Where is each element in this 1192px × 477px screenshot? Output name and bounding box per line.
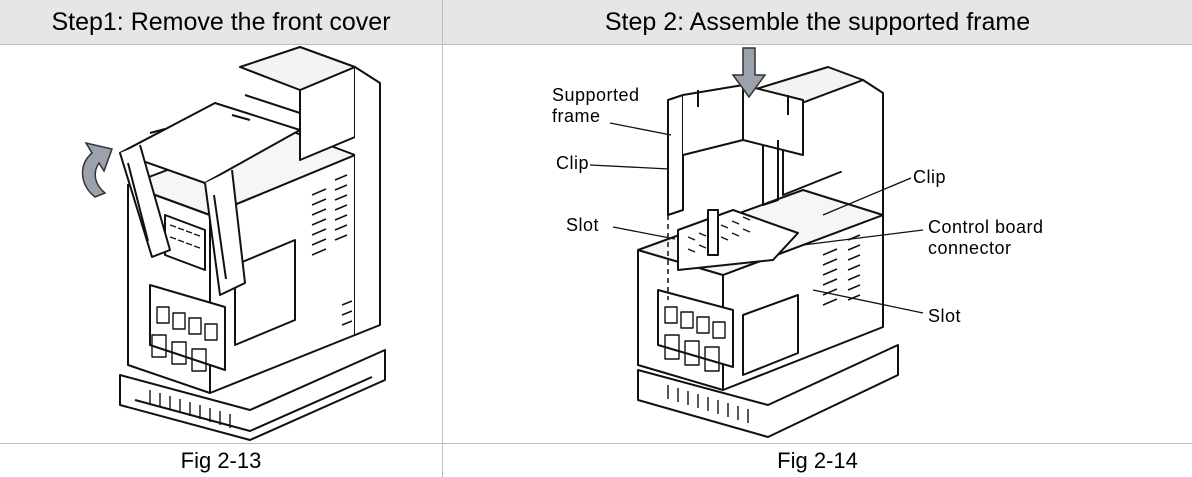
step2-header: Step 2: Assemble the supported frame — [443, 0, 1192, 45]
insert-direction-arrow-icon — [731, 47, 767, 99]
column-divider — [442, 0, 443, 477]
supported-frame-label-line1: Supported — [552, 85, 640, 105]
control-board-label-line1: Control board — [928, 217, 1044, 237]
clip-right-label: Clip — [913, 167, 947, 187]
fig-2-14-caption: Fig 2-14 — [777, 447, 858, 473]
control-board-connector-callout: Control board connector — [928, 217, 1044, 259]
supported-frame-callout: Supported frame — [552, 85, 640, 127]
lift-arrow-icon — [81, 141, 113, 198]
caption-divider — [0, 443, 1192, 444]
fig-2-13-caption: Fig 2-13 — [180, 447, 262, 473]
fig-2-14-illustration — [589, 47, 924, 438]
slot-right-label: Slot — [928, 306, 962, 326]
supported-frame-label-line2: frame — [552, 106, 601, 126]
fig-2-13-illustration — [81, 46, 386, 441]
clip-left-label: Clip — [556, 153, 590, 173]
slot-left-label: Slot — [566, 215, 600, 235]
step1-header: Step1: Remove the front cover — [0, 0, 442, 45]
control-board-label-line2: connector — [928, 238, 1012, 258]
